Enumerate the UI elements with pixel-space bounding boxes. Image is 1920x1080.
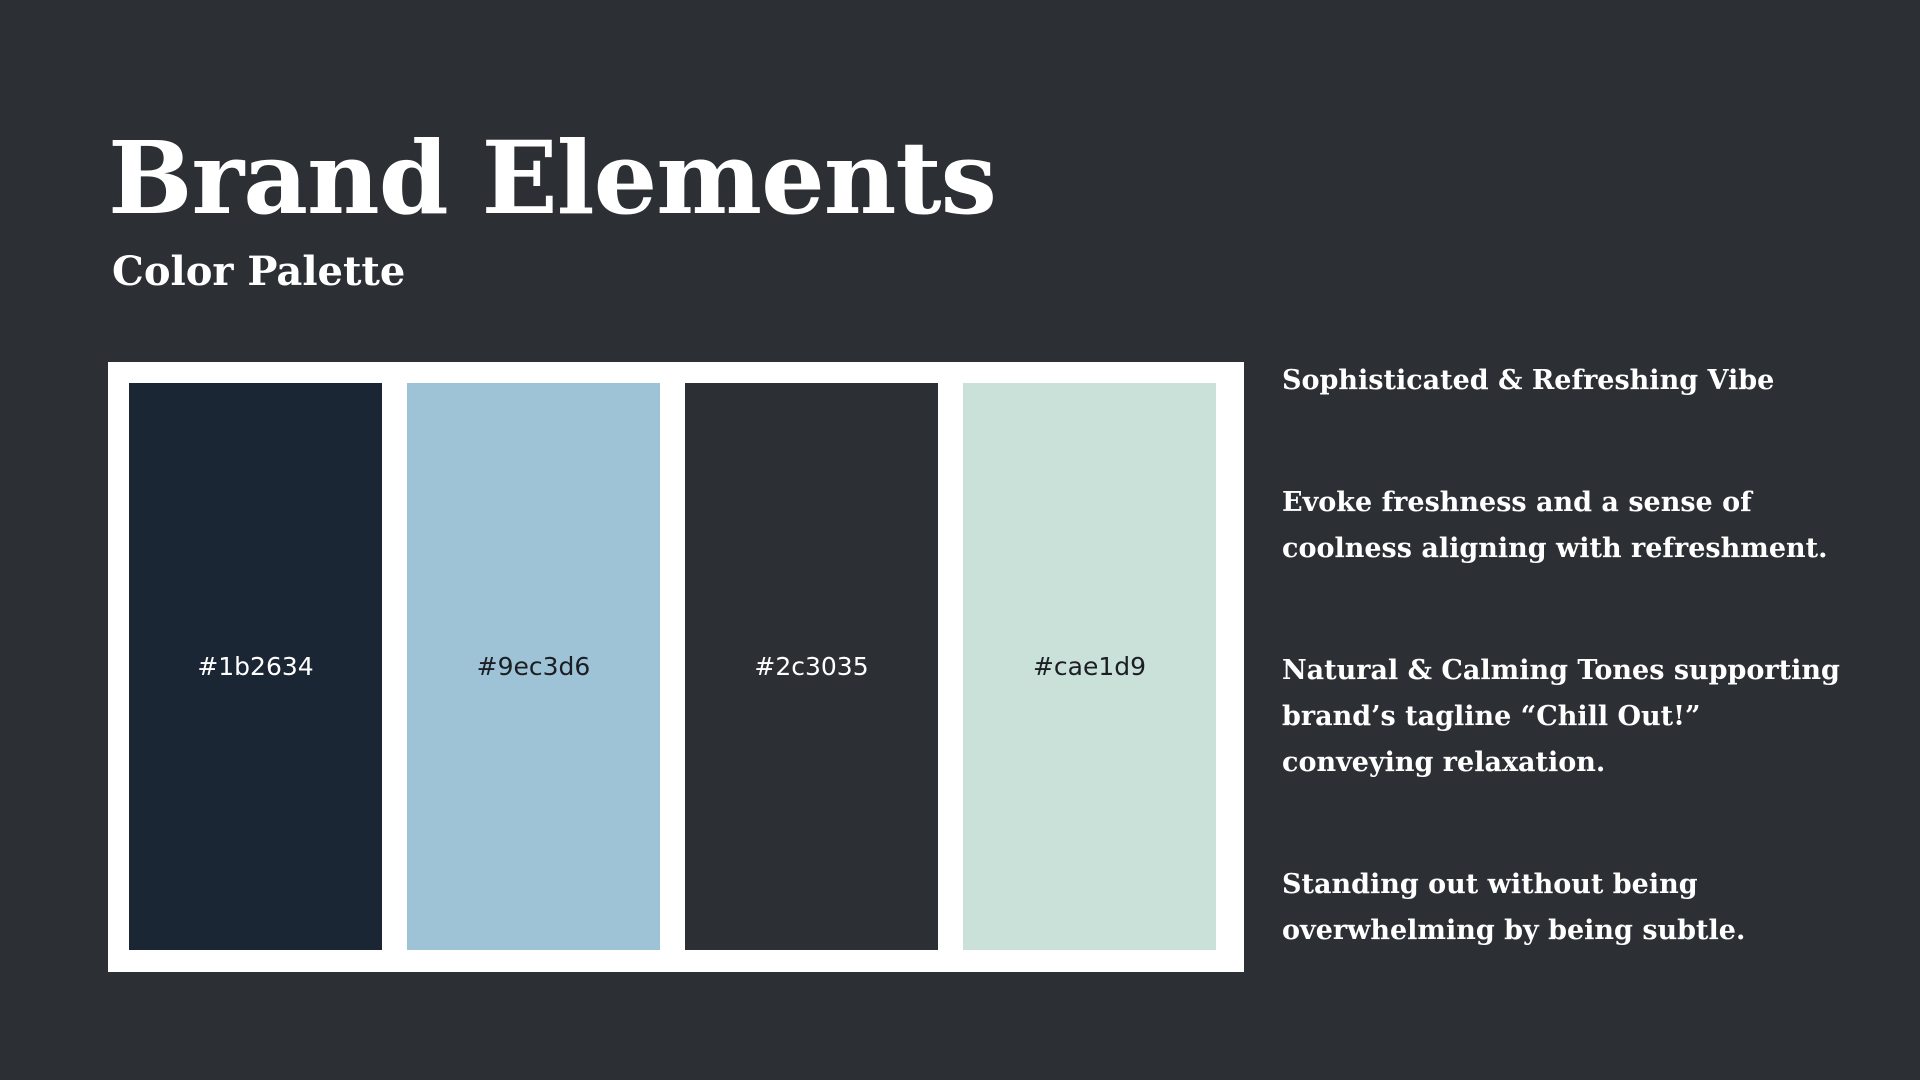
color-palette: #1b2634 #9ec3d6 #2c3035 #cae1d9: [108, 362, 1244, 972]
note-vibe: Sophisticated & Refreshing Vibe: [1282, 365, 1775, 396]
color-swatch-4: #cae1d9: [963, 383, 1216, 950]
color-swatch-1: #1b2634: [129, 383, 382, 950]
note-freshness: Evoke freshness and a sense of coolness …: [1282, 487, 1828, 564]
swatch-hex-label: #cae1d9: [1032, 651, 1147, 681]
color-swatch-2: #9ec3d6: [407, 383, 660, 950]
swatch-hex-label: #9ec3d6: [476, 651, 591, 681]
page-title: Brand Elements: [108, 119, 997, 237]
note-calming-tones: Natural & Calming Tones supporting brand…: [1282, 655, 1840, 778]
note-subtle: Standing out without being overwhelming …: [1282, 869, 1746, 946]
color-swatch-3: #2c3035: [685, 383, 938, 950]
palette-notes: Sophisticated & Refreshing Vibe Evoke fr…: [1282, 0, 1842, 1080]
swatch-hex-label: #2c3035: [754, 651, 869, 681]
page-subtitle: Color Palette: [112, 248, 406, 295]
swatch-hex-label: #1b2634: [197, 651, 314, 681]
